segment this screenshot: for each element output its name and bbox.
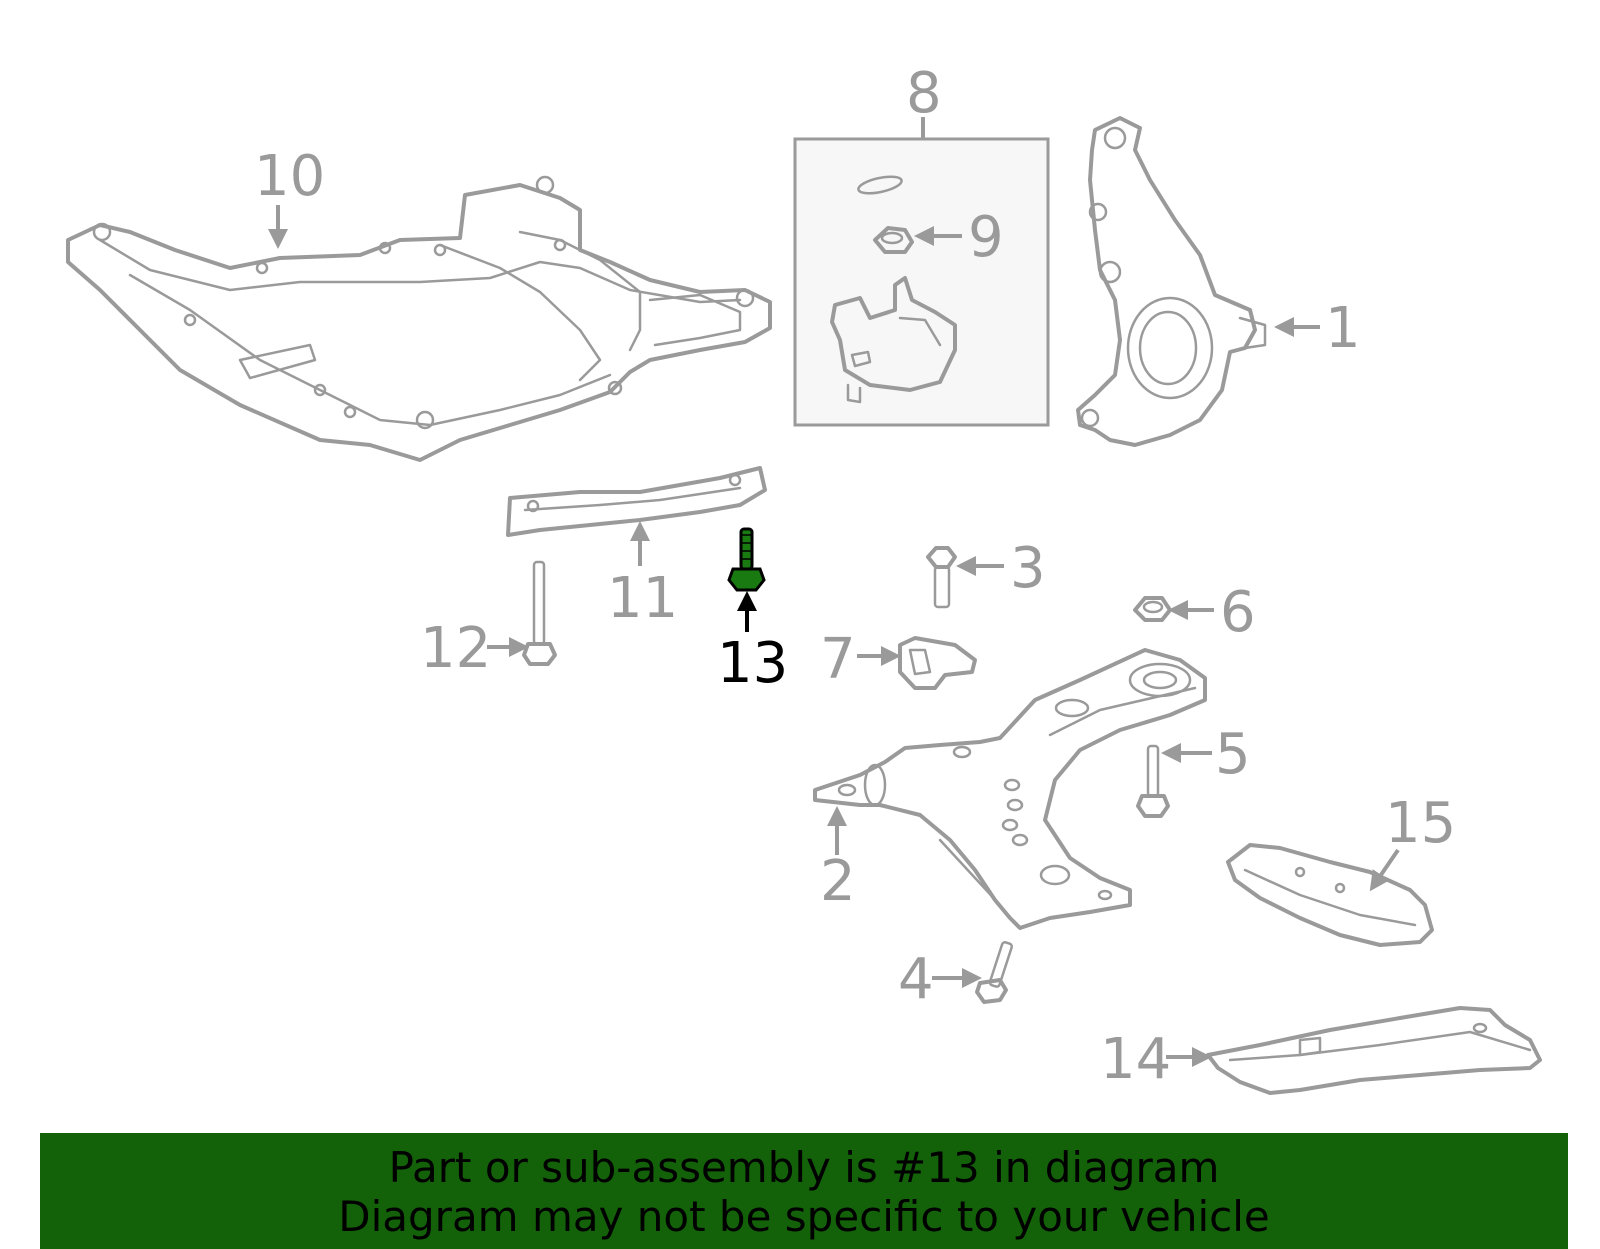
callout-6: 6	[1220, 580, 1256, 645]
nut-part-6[interactable]	[1133, 596, 1172, 622]
subframe-part-10[interactable]	[66, 175, 772, 462]
callout-4: 4	[898, 947, 934, 1012]
shield-part-15[interactable]	[1226, 843, 1434, 947]
long-bolt-part-12[interactable]	[522, 560, 557, 666]
bushing-part-7[interactable]	[898, 636, 977, 690]
callout-3: 3	[1010, 536, 1046, 601]
info-banner: Part or sub-assembly is #13 in diagram D…	[40, 1133, 1568, 1249]
callout-10: 10	[254, 144, 325, 209]
callout-13: 13	[717, 631, 788, 696]
banner-line-2: Diagram may not be specific to your vehi…	[338, 1192, 1270, 1241]
brace-part-11[interactable]	[506, 466, 767, 537]
callout-5: 5	[1215, 722, 1251, 787]
callout-2: 2	[820, 849, 856, 914]
steering-knuckle-part-1[interactable]	[1076, 116, 1267, 447]
banner-line-1: Part or sub-assembly is #13 in diagram	[388, 1143, 1220, 1192]
leader-lines	[268, 117, 1400, 1067]
callout-15: 15	[1385, 791, 1456, 856]
lower-control-arm-part-2[interactable]	[813, 648, 1207, 930]
callout-1: 1	[1325, 296, 1361, 361]
callout-9: 9	[968, 205, 1004, 270]
bolt-part-13[interactable]	[727, 527, 766, 592]
ball-joint-kit-part-8[interactable]	[793, 137, 1050, 427]
bolt-part-3[interactable]	[926, 546, 957, 609]
callout-8: 8	[906, 61, 942, 126]
callout-12: 12	[420, 616, 491, 681]
nut-part-9[interactable]	[873, 226, 914, 254]
under-cover-part-14[interactable]	[1206, 1006, 1542, 1095]
callout-14: 14	[1100, 1027, 1171, 1092]
bolt-part-4[interactable]	[975, 941, 1014, 1004]
callout-7: 7	[820, 627, 856, 692]
bolt-part-5[interactable]	[1136, 744, 1170, 818]
callout-11: 11	[607, 566, 678, 631]
